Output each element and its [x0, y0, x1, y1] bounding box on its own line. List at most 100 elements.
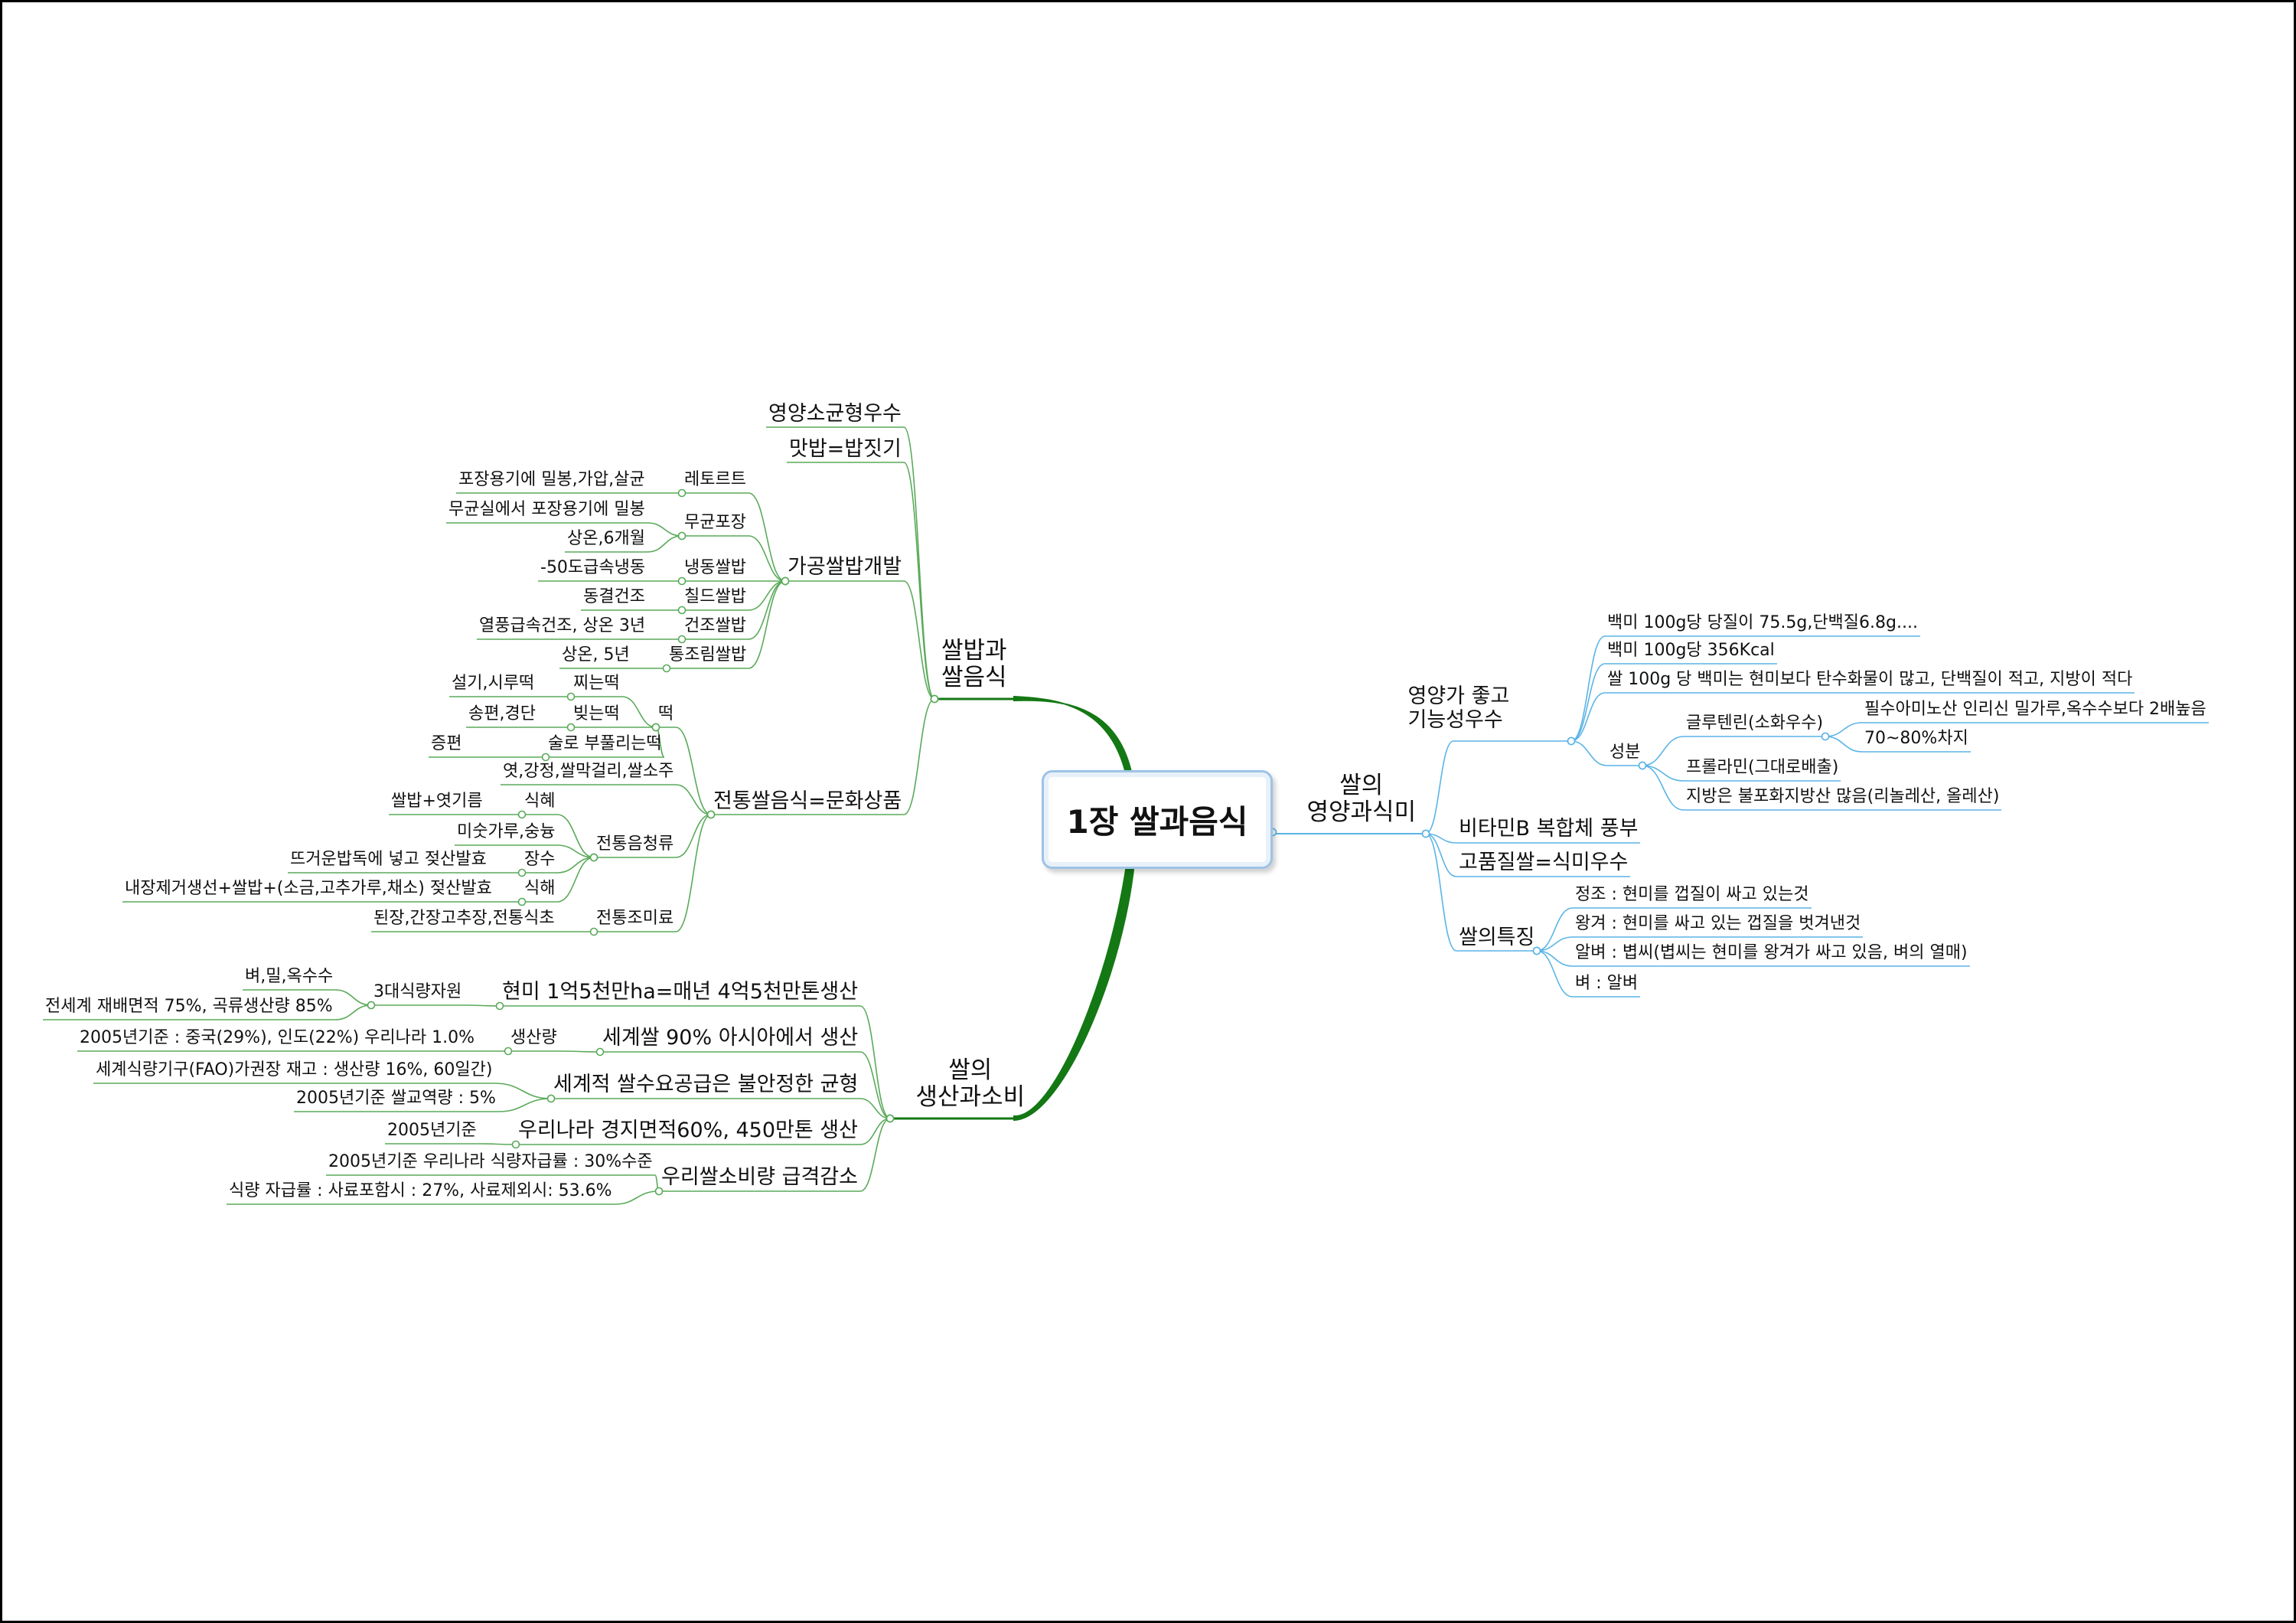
node-retort-detail[interactable]: 포장용기에 밀봉,가압,살균	[458, 469, 645, 489]
branch-production-line: 생산과소비	[915, 1083, 1026, 1112]
central-topic[interactable]: 1장 쌀과음식	[1042, 770, 1273, 869]
branch-connector	[675, 727, 712, 815]
node-traditional-drinks[interactable]: 전통음청류	[596, 834, 674, 854]
junction-dot	[546, 1094, 556, 1103]
node-unstable-detail[interactable]: 2005년기준 쌀교역량 : 5%	[296, 1088, 496, 1108]
node-glutelin[interactable]: 글루텐린(소화우수)	[1686, 713, 1824, 733]
node-misu[interactable]: 미숫가루,숭늉	[457, 821, 556, 841]
node-feature-item[interactable]: 벼 : 알벼	[1575, 973, 1639, 993]
branch-production-line: 쌀의	[948, 1056, 993, 1084]
node-feature-item[interactable]: 알벼 : 볍씨(볍씨는 현미를 왕겨가 싸고 있음, 벼의 열매)	[1575, 942, 1968, 962]
branch-connector	[675, 784, 712, 815]
node-seasoning-detail[interactable]: 된장,간장고추장,전통식초	[373, 908, 555, 928]
branch-connector	[621, 696, 657, 728]
node-resources-detail[interactable]: 전세계 재배면적 75%, 곡류생산량 85%	[45, 996, 333, 1016]
junction-dot	[566, 692, 576, 701]
node-tteok[interactable]: 떡	[658, 704, 674, 723]
node-frozen[interactable]: 냉동쌀밥	[684, 557, 746, 577]
node-aseptic[interactable]: 무균포장	[684, 512, 746, 532]
node-feature-item[interactable]: 정조 : 현미를 껍질이 싸고 있는것	[1575, 884, 1809, 904]
node-quality-rice[interactable]: 고품질쌀=식미우수	[1459, 850, 1629, 874]
node-nutrient-compare[interactable]: 쌀 100g 당 백미는 현미보다 탄수화물이 많고, 단백질이 적고, 지방이…	[1607, 669, 2133, 689]
branch-connector	[903, 426, 935, 700]
node-frozen-detail[interactable]: -50도급속냉동	[540, 557, 646, 577]
node-shaped-detail[interactable]: 송편,경단	[468, 704, 536, 723]
branch-connector	[1825, 736, 1863, 753]
junction-dot	[595, 1047, 605, 1056]
node-canned[interactable]: 통조림쌀밥	[669, 645, 747, 665]
junction-dot	[511, 1140, 520, 1149]
node-dried-detail[interactable]: 열풍급속건조, 상온 3년	[479, 616, 646, 635]
junction-dot	[1638, 761, 1647, 770]
node-components[interactable]: 성분	[1609, 742, 1641, 762]
node-canned-detail[interactable]: 상온, 5년	[562, 645, 630, 665]
node-rice-features[interactable]: 쌀의특징	[1459, 925, 1535, 949]
node-vitamin-b[interactable]: 비타민B 복합체 풍부	[1459, 816, 1639, 841]
node-consumption-detail[interactable]: 식량 자급률 : 사료포함시 : 27%, 사료제외시: 53.6%	[229, 1181, 612, 1200]
node-nutrient-sugar[interactable]: 백미 100g당 당질이 75.5g,단백질6.8g....	[1607, 612, 1918, 632]
node-jangsu-detail[interactable]: 뜨거운밥독에 넣고 젖산발효	[290, 849, 487, 869]
node-nutrient-kcal[interactable]: 백미 100g당 356Kcal	[1607, 640, 1775, 660]
node-aseptic-detail[interactable]: 상온,6개월	[567, 528, 645, 548]
node-steamed-tteok[interactable]: 찌는떡	[573, 673, 620, 693]
junction-dot	[677, 606, 687, 615]
node-consumption-detail[interactable]: 2005년기준 우리나라 식량자급률 : 30%수준	[328, 1151, 653, 1171]
node-seasoning[interactable]: 전통조미료	[596, 908, 674, 928]
branch-connector	[614, 1190, 660, 1205]
node-korea-detail[interactable]: 2005년기준	[387, 1120, 477, 1140]
node-retort[interactable]: 레토르트	[684, 469, 746, 489]
node-unstable-detail[interactable]: 세계식량기구(FAO)가권장 재고 : 생산량 16%, 60일간)	[96, 1060, 493, 1079]
node-sikhae[interactable]: 식해	[524, 878, 556, 898]
node-sikhye-detail[interactable]: 쌀밥+엿기름	[391, 791, 483, 811]
junction-dot	[1821, 732, 1830, 741]
node-fermented-detail[interactable]: 증편	[431, 733, 462, 753]
node-aseptic-detail[interactable]: 무균실에서 포장용기에 밀봉	[448, 499, 645, 519]
node-unstable-balance[interactable]: 세계적 쌀수요공급은 불안정한 균형	[553, 1072, 859, 1096]
branch-connector	[497, 1098, 552, 1112]
node-brown-rice[interactable]: 현미 1억5천만ha=매년 4억5천만톤생산	[502, 979, 859, 1004]
branch-connector	[859, 1005, 891, 1119]
branch-connector	[1642, 736, 1684, 766]
node-shaped-tteok[interactable]: 빚는떡	[573, 704, 620, 723]
node-fat[interactable]: 지방은 불포화지방산 많음(리놀레산, 올레산)	[1686, 786, 2000, 806]
node-korea-area[interactable]: 우리나라 경지면적60%, 450만톤 생산	[518, 1118, 858, 1142]
node-output[interactable]: 생산량	[510, 1027, 557, 1047]
node-feature-item[interactable]: 왕겨 : 현미를 싸고 있는 껍질을 벗겨낸것	[1575, 913, 1861, 933]
node-prolamin[interactable]: 프롤라민(그대로배출)	[1686, 757, 1839, 777]
node-chilled-detail[interactable]: 동결건조	[583, 586, 645, 606]
node-processed-rice[interactable]: 가공쌀밥개발	[788, 554, 902, 579]
node-asia-production[interactable]: 세계쌀 90% 아시아에서 생산	[602, 1025, 859, 1050]
node-jangsu[interactable]: 장수	[524, 849, 556, 869]
branch-connector	[1425, 833, 1457, 877]
node-traditional-food[interactable]: 전통쌀음식=문화상품	[713, 789, 902, 813]
branch-connector	[1825, 722, 1863, 737]
node-chilled[interactable]: 칠드쌀밥	[684, 586, 746, 606]
node-dried[interactable]: 건조쌀밥	[684, 616, 746, 635]
node-consumption-drop[interactable]: 우리쌀소비량 급격감소	[661, 1164, 858, 1189]
node-resources-detail[interactable]: 벼,밀,옥수수	[245, 966, 334, 986]
branch-connector	[494, 1083, 552, 1099]
node-sweets-liquor[interactable]: 엿,강정,쌀막걸리,쌀소주	[503, 761, 674, 781]
junction-dot	[517, 897, 527, 906]
branch-connector	[1570, 635, 1606, 742]
node-fermented-tteok[interactable]: 술로 부풀리는떡	[548, 733, 662, 753]
branch-connector	[1570, 740, 1608, 766]
node-taste-rice[interactable]: 맛밥=밥짓기	[789, 436, 902, 461]
node-sikhye[interactable]: 식혜	[524, 791, 556, 811]
node-food-resources[interactable]: 3대식량자원	[373, 981, 462, 1001]
node-output-detail[interactable]: 2005년기준 : 중국(29%), 인도(22%) 우리나라 1.0%	[80, 1027, 475, 1047]
node-nutrition-balance[interactable]: 영양소균형우수	[768, 401, 902, 426]
branch-connector	[334, 1004, 372, 1020]
node-steamed-detail[interactable]: 설기,시루떡	[452, 673, 535, 693]
node-glutelin-detail[interactable]: 필수아미노산 인리신 밀가루,옥수수보다 2배높음	[1864, 699, 2206, 719]
junction-dot	[930, 694, 939, 704]
branch-connector	[859, 1118, 891, 1192]
node-glutelin-detail[interactable]: 70~80%차지	[1864, 728, 1968, 748]
junction-dot	[677, 488, 687, 498]
node-sikhae-detail[interactable]: 내장제거생선+쌀밥+(소금,고추가루,채소) 젖산발효	[125, 878, 492, 898]
junction-dot	[517, 868, 527, 877]
